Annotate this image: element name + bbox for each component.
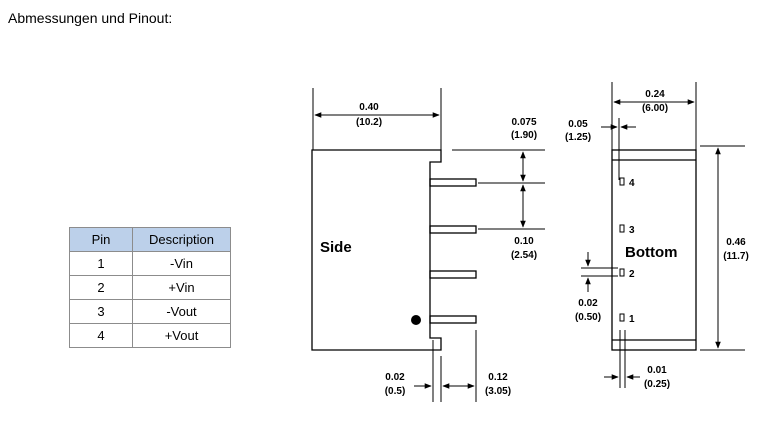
bottom-pad-1 <box>619 313 625 322</box>
side-pin-spacing-inch: 0.075 <box>511 117 536 128</box>
side-pin-thickness-inch: 0.02 <box>385 372 405 383</box>
table-row: 4 +Vout <box>69 323 231 348</box>
pin-number: 2 <box>69 275 133 300</box>
bottom-view-body <box>611 149 697 351</box>
side-dimension-lines <box>312 88 545 402</box>
bottom-pad-3 <box>619 224 625 233</box>
bottom-pin-offset-inch: 0.05 <box>568 119 588 130</box>
bottom-view <box>611 149 697 351</box>
side-pin-1 <box>429 315 477 324</box>
table-header-row: Pin Description <box>69 227 231 252</box>
side-pin-3 <box>429 225 477 234</box>
bottom-width-inch: 0.24 <box>645 89 665 100</box>
side-width-mm: (10.2) <box>356 117 382 128</box>
side-view-label: Side <box>320 239 352 256</box>
bottom-dimension-lines <box>581 82 745 388</box>
side-view-body <box>311 149 442 351</box>
pin-description: -Vout <box>132 299 231 324</box>
bottom-pin-width-mm: (0.25) <box>644 379 670 390</box>
bottom-pad-size-inch: 0.02 <box>578 298 598 309</box>
bottom-pin-labels: 4 3 2 1 <box>629 178 635 325</box>
pinout-table: Pin Description 1 -Vin 2 +Vin 3 -Vout 4 … <box>69 227 231 348</box>
side-pin-length-mm: (3.05) <box>485 386 511 397</box>
pin-description: +Vin <box>132 275 231 300</box>
bottom-pad-size-mm: (0.50) <box>575 312 601 323</box>
bottom-pin-label-3: 3 <box>629 225 635 236</box>
side-pin-length-inch: 0.12 <box>488 372 508 383</box>
bottom-pin-offset-mm: (1.25) <box>565 132 591 143</box>
bottom-view-label: Bottom <box>625 244 678 261</box>
side-width-inch: 0.40 <box>359 102 379 113</box>
bottom-height-inch: 0.46 <box>726 237 746 248</box>
side-view <box>311 149 477 351</box>
table-row: 3 -Vout <box>69 299 231 324</box>
column-header-description: Description <box>132 227 231 252</box>
pin1-marker-dot <box>411 315 421 325</box>
bottom-height-mm: (11.7) <box>723 251 749 262</box>
bottom-pin-width-inch: 0.01 <box>647 365 667 376</box>
table-row: 2 +Vin <box>69 275 231 300</box>
pin-description: -Vin <box>132 251 231 276</box>
side-dimension-labels: 0.40 (10.2) 0.075 (1.90) 0.10 (2.54) 0.0… <box>356 102 537 397</box>
bottom-pad-4 <box>619 177 625 186</box>
bottom-width-mm: (6.00) <box>642 103 668 114</box>
pin-number: 3 <box>69 299 133 324</box>
bottom-pin-label-4: 4 <box>629 178 635 189</box>
side-pin-4 <box>429 178 477 187</box>
side-pin-pitch-mm: (2.54) <box>511 250 537 261</box>
bottom-pin-label-2: 2 <box>629 269 635 280</box>
bottom-pad-2 <box>619 268 625 277</box>
side-pin-pitch-inch: 0.10 <box>514 236 534 247</box>
side-pin-spacing-mm: (1.90) <box>511 130 537 141</box>
table-row: 1 -Vin <box>69 251 231 276</box>
side-pin-2 <box>429 270 477 279</box>
side-pin-thickness-mm: (0.5) <box>385 386 406 397</box>
page-heading: Abmessungen und Pinout: <box>8 10 173 26</box>
pin-description: +Vout <box>132 323 231 348</box>
bottom-dimension-labels: 0.24 (6.00) 0.05 (1.25) 0.46 (11.7) 0.02… <box>565 89 749 390</box>
bottom-pin-label-1: 1 <box>629 314 635 325</box>
